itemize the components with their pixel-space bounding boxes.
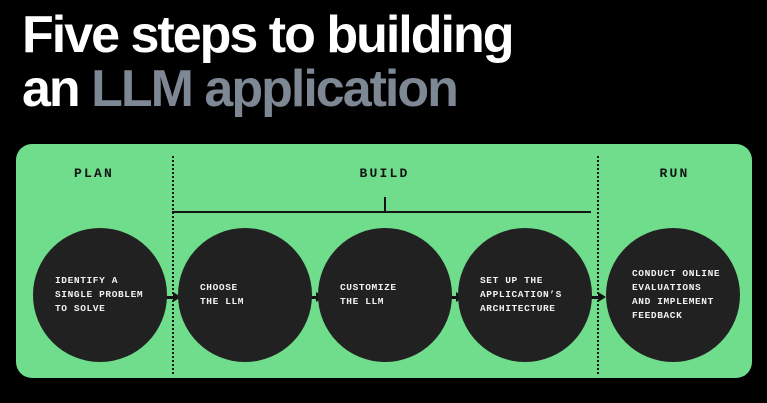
arrow-right-icon-1 xyxy=(163,292,181,303)
step-label-2: CHOOSE THE LLM xyxy=(200,282,245,307)
page-title: Five steps to building an LLM applicatio… xyxy=(22,8,742,116)
phase-divider-build-run xyxy=(597,156,599,374)
step-circle-4: SET UP THE APPLICATION’S ARCHITECTURE xyxy=(458,228,592,362)
step-label-5: CONDUCT ONLINE EVALUATIONS AND IMPLEMENT… xyxy=(632,268,721,321)
phase-label-build: BUILD xyxy=(359,166,410,181)
arrow-head xyxy=(598,292,606,302)
build-bracket-line xyxy=(172,211,591,213)
phase-divider-plan-build xyxy=(172,156,174,374)
arrow-right-icon-4 xyxy=(588,292,606,303)
step-label-1: IDENTIFY A SINGLE PROBLEM TO SOLVE xyxy=(55,275,144,314)
title-line-2: an LLM application xyxy=(22,62,742,116)
arrow-stem xyxy=(163,296,174,299)
arrow-head xyxy=(173,292,181,302)
title-line-2-accent: LLM application xyxy=(91,60,459,118)
step-circle-1: IDENTIFY A SINGLE PROBLEM TO SOLVE xyxy=(33,228,167,362)
build-bracket-tick xyxy=(384,197,386,213)
step-circle-2: CHOOSE THE LLM xyxy=(178,228,312,362)
step-circle-5: CONDUCT ONLINE EVALUATIONS AND IMPLEMENT… xyxy=(606,228,740,362)
step-label-3: CUSTOMIZE THE LLM xyxy=(340,282,397,307)
title-line-1: Five steps to building xyxy=(22,6,514,64)
process-panel: PLAN BUILD RUN IDENTIFY A SINGLE PROBLEM… xyxy=(16,144,752,378)
step-circle-3: CUSTOMIZE THE LLM xyxy=(318,228,452,362)
phase-label-plan: PLAN xyxy=(73,166,114,181)
arrow-stem xyxy=(588,296,599,299)
step-label-4: SET UP THE APPLICATION’S ARCHITECTURE xyxy=(480,275,562,314)
phase-label-run: RUN xyxy=(659,166,690,181)
title-line-2-prefix: an xyxy=(22,60,92,118)
